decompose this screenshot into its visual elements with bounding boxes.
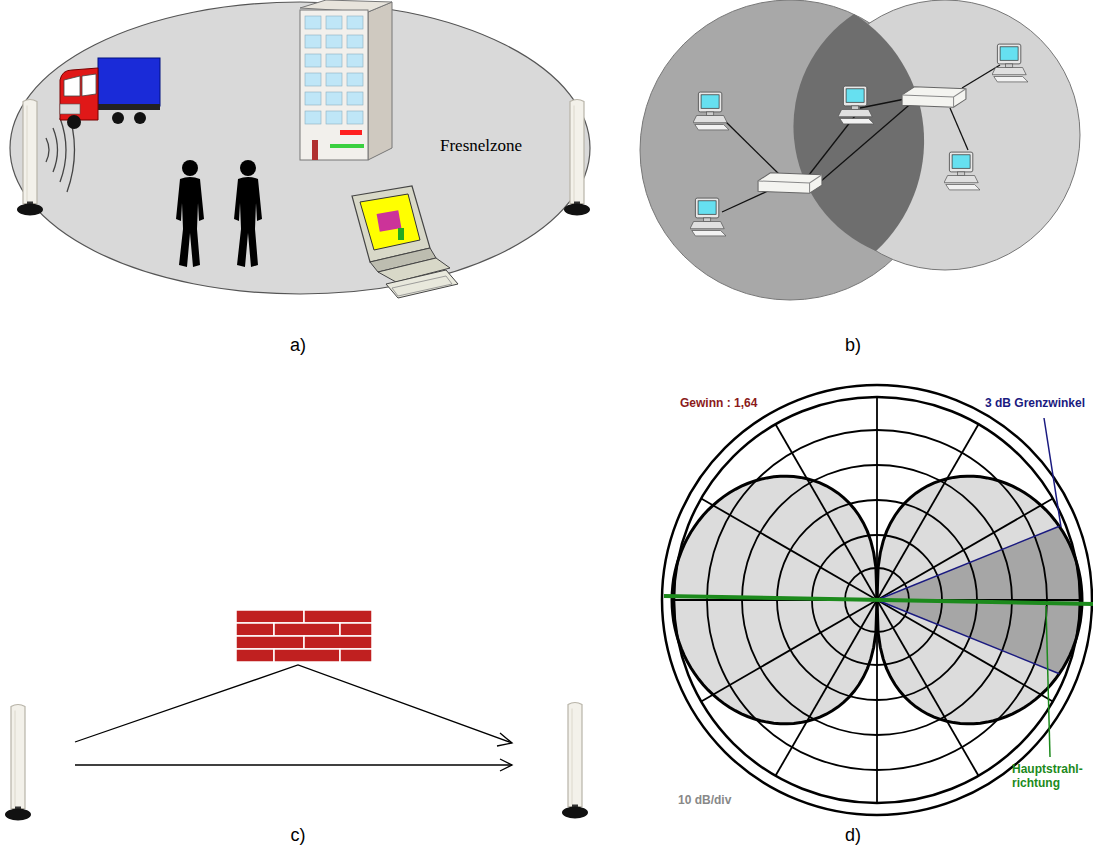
main-direction-label: Hauptstrahl- richtung — [1012, 762, 1088, 791]
gain-label: Gewinn : 1,64 — [680, 396, 757, 410]
panel-label: d) — [845, 825, 861, 847]
beamwidth-label: 3 dB Grenzwinkel — [985, 396, 1085, 410]
panel-label: b) — [845, 335, 861, 357]
zone-label: Fresnelzone — [440, 136, 522, 156]
panel-label: c) — [291, 825, 306, 847]
scale-label: 10 dB/div — [678, 793, 731, 807]
panel-label: a) — [290, 335, 306, 357]
